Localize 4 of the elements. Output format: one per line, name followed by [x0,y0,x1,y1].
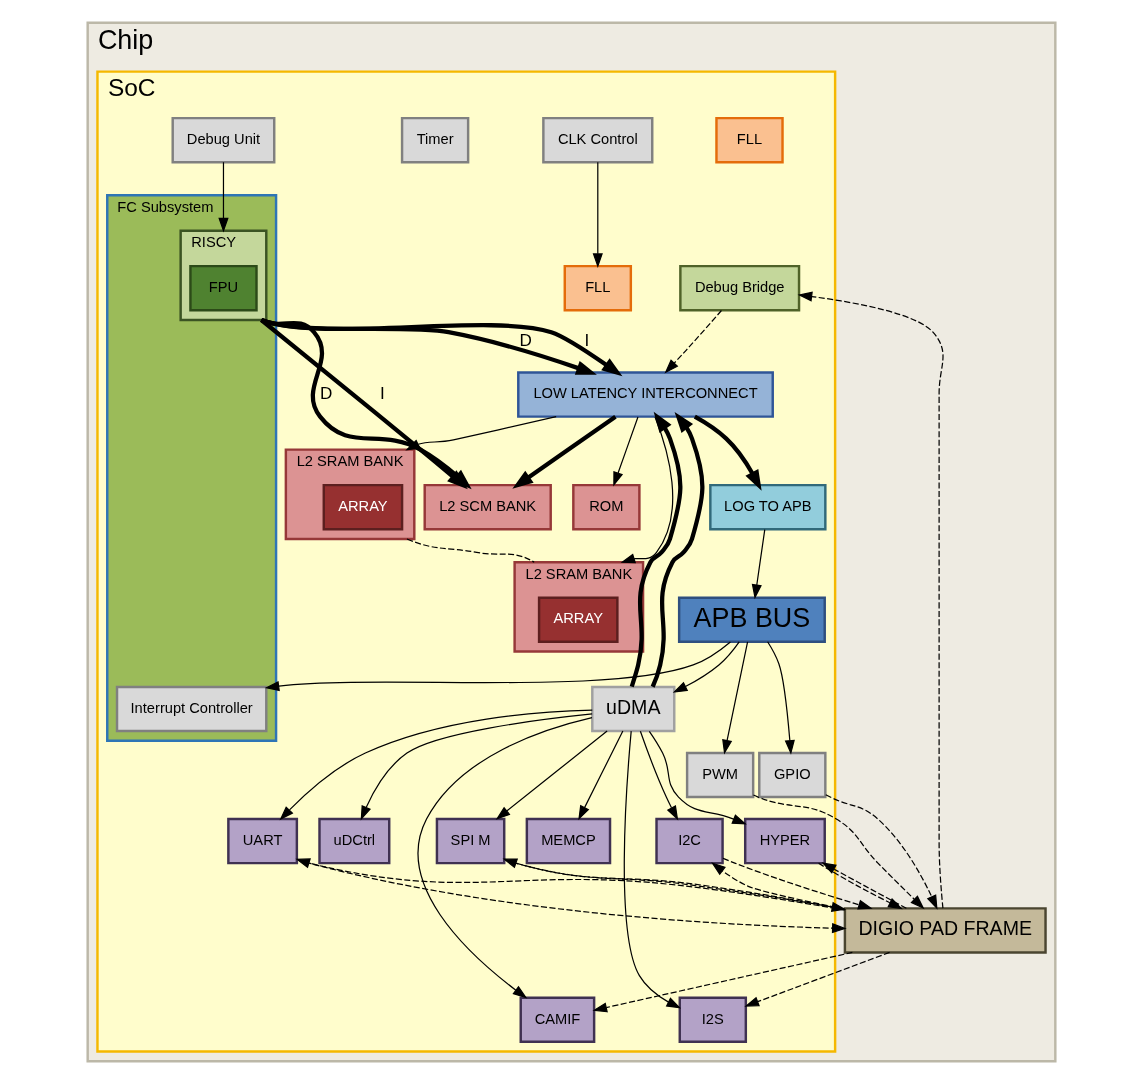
edge-label: I [379,384,385,404]
edge-label: D [319,384,332,404]
edge-label: D [518,330,532,350]
edge-label: I [583,330,589,350]
